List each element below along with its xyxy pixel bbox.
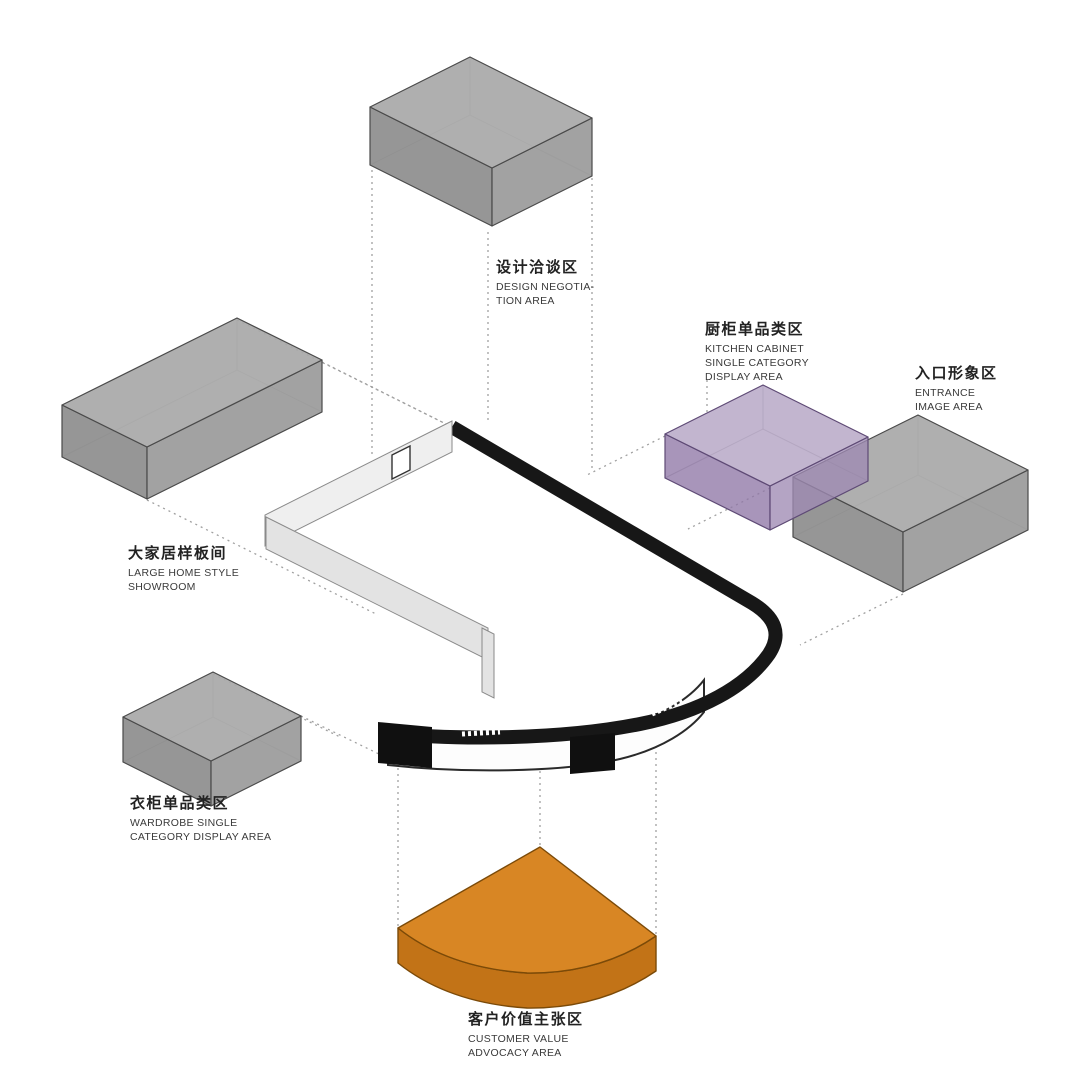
label-en-line: CUSTOMER VALUE xyxy=(468,1033,569,1045)
label-customer-value-area: 客户价值主张区 CUSTOMER VALUE ADVOCACY AREA xyxy=(468,1008,584,1060)
label-zh: 入口形象区 xyxy=(915,365,998,382)
label-en-line: IMAGE AREA xyxy=(915,401,983,414)
label-kitchen-cabinet-area: 厨柜单品类区 KITCHEN CABINET SINGLE CATEGORY D… xyxy=(705,318,809,385)
leader-kitchen-1 xyxy=(584,435,666,477)
box-face-top xyxy=(397,846,657,974)
customer-value-box xyxy=(397,846,657,1009)
plan-black-wall-band xyxy=(387,420,783,745)
label-zh: 衣柜单品类区 xyxy=(130,795,230,812)
leader-wardrobe-1 xyxy=(300,715,386,758)
large-home-showroom-box xyxy=(61,317,323,500)
label-large-home-showroom: 大家居样板间 LARGE HOME STYLE SHOWROOM xyxy=(128,542,239,594)
label-zh: 大家居样板间 xyxy=(128,545,228,562)
plan-display-pier-left xyxy=(378,722,432,768)
plan-left-wall-lower xyxy=(265,516,489,661)
plan-door-mark-left xyxy=(461,729,501,737)
label-en-line: WARDROBE SINGLE xyxy=(130,817,238,829)
label-en-line: TION AREA xyxy=(496,295,555,308)
wardrobe-box xyxy=(122,671,302,807)
plan-window-opening xyxy=(391,444,411,481)
label-en-line: KITCHEN CABINET xyxy=(705,343,805,355)
label-en-line: ENTRANCE xyxy=(915,387,976,399)
plan-wall-end-pier xyxy=(481,627,495,699)
leader-showroom-3 xyxy=(146,499,379,616)
box-face-top xyxy=(792,414,1029,533)
label-en-line: CATEGORY DISPLAY AREA xyxy=(130,831,272,844)
label-zh: 厨柜单品类区 xyxy=(705,321,805,338)
entrance-image-box xyxy=(792,414,1029,593)
kitchen-cabinet-box xyxy=(664,384,869,531)
label-en-line: SHOWROOM xyxy=(128,581,196,594)
label-en-line: DISPLAY AREA xyxy=(705,371,783,384)
label-design-negotiation-area: 设计洽谈区 DESIGN NEGOTIA- TION AREA xyxy=(496,256,594,308)
box-face-top xyxy=(369,56,593,169)
design-negotiation-box xyxy=(369,56,593,227)
box-face-top xyxy=(122,671,302,762)
plan-display-pier-right xyxy=(570,733,615,774)
label-zh: 设计洽谈区 xyxy=(496,259,579,276)
label-en-line: SINGLE CATEGORY xyxy=(705,357,809,370)
leader-entrance-1 xyxy=(799,593,904,646)
plan-left-wall-upper xyxy=(264,420,453,547)
floor-plan xyxy=(264,420,783,774)
label-entrance-image-area: 入口形象区 ENTRANCE IMAGE AREA xyxy=(915,362,998,414)
label-en-line: LARGE HOME STYLE xyxy=(128,567,239,579)
label-en-line: ADVOCACY AREA xyxy=(468,1047,562,1060)
label-zh: 客户价值主张区 xyxy=(468,1011,584,1028)
label-en-line: DESIGN NEGOTIA- xyxy=(496,281,595,293)
box-face-top xyxy=(664,384,869,487)
box-face-top xyxy=(61,317,323,448)
leader-showroom-2 xyxy=(321,361,539,471)
label-wardrobe-area: 衣柜单品类区 WARDROBE SINGLE CATEGORY DISPLAY … xyxy=(130,792,271,844)
